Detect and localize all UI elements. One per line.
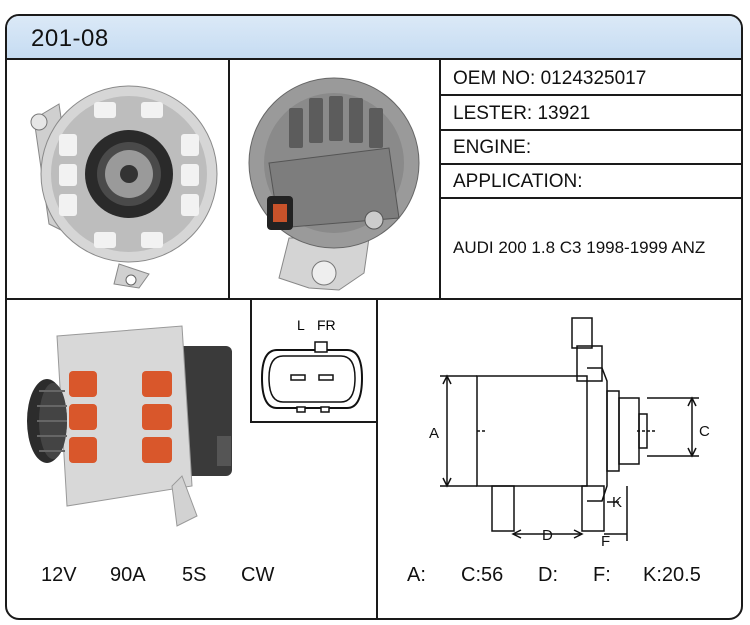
spec-sheet: 201-08 <box>5 14 743 620</box>
lester-number: LESTER: 13921 <box>453 103 591 124</box>
dimension-label-d: D <box>542 527 553 544</box>
amperage-spec: 90A <box>110 564 146 586</box>
rotation-spec: CW <box>241 564 275 586</box>
divider <box>376 298 378 618</box>
divider <box>228 60 230 300</box>
dimension-label-c: C <box>699 423 710 440</box>
divider <box>439 94 741 96</box>
dimension-value-d: D: <box>538 564 558 586</box>
connector-pin-l: L <box>297 317 305 333</box>
divider <box>439 60 441 300</box>
dimension-label-k: K <box>612 494 622 511</box>
dimension-label-f: F <box>601 533 610 550</box>
dimension-value-c: C:56 <box>461 564 504 586</box>
alternator-rear-photo <box>248 77 420 291</box>
divider <box>7 298 741 300</box>
application-label: APPLICATION: <box>453 171 583 192</box>
dimension-value-k: K:20.5 <box>643 564 701 586</box>
dimension-label-a: A <box>429 425 439 442</box>
divider <box>439 197 741 199</box>
alternator-side-photo <box>27 325 232 527</box>
connector-plug-diagram: L FR <box>260 317 364 413</box>
application-value: AUDI 200 1.8 C3 1998-1999 ANZ <box>453 238 706 257</box>
oem-number: OEM NO: 0124325017 <box>453 68 647 89</box>
connector-pin-fr: FR <box>317 317 336 333</box>
connector-box <box>250 299 376 423</box>
dimension-value-f: F: <box>593 564 611 586</box>
part-number-title: 201-08 <box>31 25 109 52</box>
engine-label: ENGINE: <box>453 137 532 158</box>
divider <box>439 163 741 165</box>
voltage-spec: 12V <box>41 564 77 586</box>
divider <box>439 129 741 131</box>
dimension-value-a: A: <box>407 564 426 586</box>
pulley-spec: 5S <box>182 564 207 586</box>
dimension-drawing: A C D F K <box>429 317 710 550</box>
header-bar: 201-08 <box>7 16 741 60</box>
alternator-front-photo <box>30 85 218 289</box>
